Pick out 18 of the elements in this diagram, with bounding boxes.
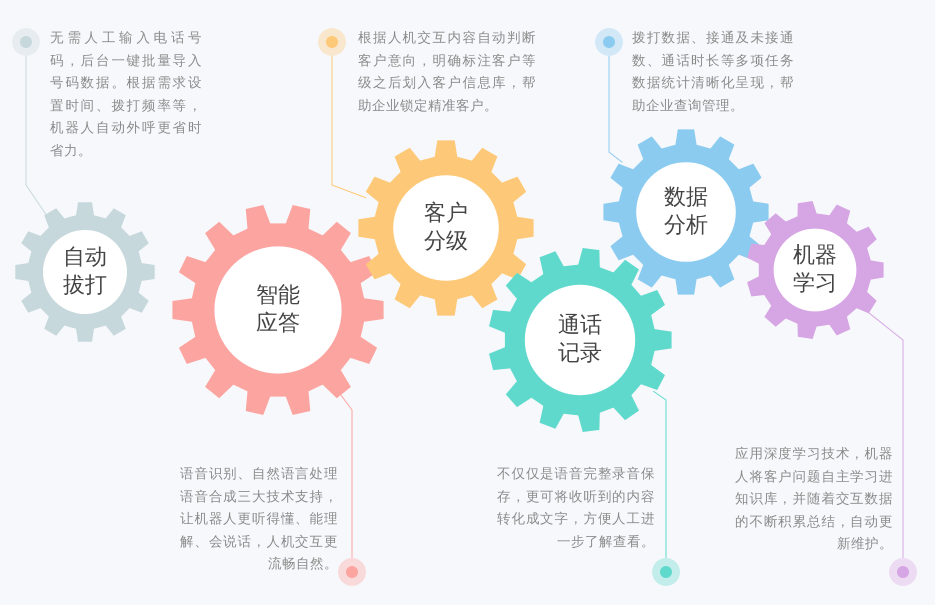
- description-text: 应用深度学习技术，机器人将客户问题自主学习进知识库，并随着交互数据的不断积累总结，自动更新维护。: [735, 445, 893, 554]
- gear-label: 通话记录: [557, 312, 603, 368]
- leader-line: [608, 56, 623, 163]
- gear-label: 自动拔打: [62, 244, 108, 300]
- description-text: 拨打数据、接通及未接通数、通话时长等多项任务数据统计清晰化呈现，帮助企业查询管理。: [632, 29, 794, 116]
- gear-label: 数据分析: [663, 184, 709, 240]
- description-text: 根据人机交互内容自动判断客户意向，明确标注客户等级之后划入客户信息库，帮助企业锁定精准客户。: [358, 29, 536, 116]
- gear-label: 机器学习: [792, 242, 838, 298]
- leader-line: [652, 390, 666, 558]
- leader-line: [338, 392, 352, 558]
- description-text: 无需人工输入电话号码，后台一键批量导入号码数据。根据需求设置时间、拨打频率等，机器人自动外呼更省时省力。: [50, 29, 202, 161]
- leader-line: [26, 56, 48, 216]
- description-text: 不仅仅是语音完整录音保存，更可将收听到的内容转化成文字，方便人工进一步了解查看。: [497, 465, 655, 552]
- gear-label: 客户分级: [423, 200, 469, 256]
- description-text: 语音识别、自然语言处理语音合成三大技术支持，让机器人更听得懂、能理解、会说话，人机交互更流畅自然。: [180, 465, 338, 574]
- gear-label: 智能应答: [255, 282, 301, 338]
- leader-line: [866, 311, 904, 558]
- leader-line: [332, 56, 367, 198]
